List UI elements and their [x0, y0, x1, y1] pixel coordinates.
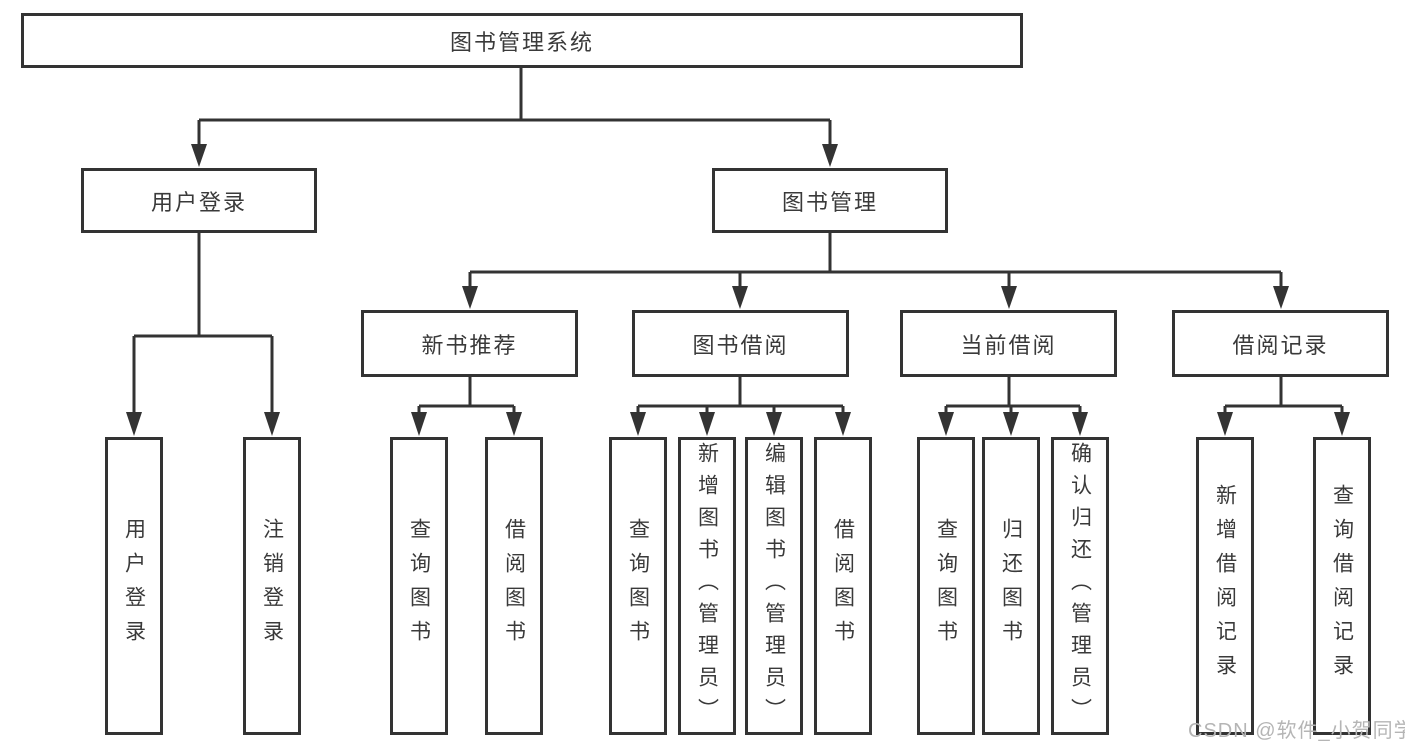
- leaf-borrow-books-recommend: 借阅图书: [485, 437, 543, 735]
- watermark: CSDN @软件_小贺同学: [1188, 720, 1405, 742]
- leaf-logout: 注销登录: [243, 437, 301, 735]
- node-label: 归还图书: [999, 518, 1023, 654]
- leaf-return-books: 归还图书: [982, 437, 1040, 735]
- node-book-borrowing: 图书借阅: [632, 310, 849, 377]
- node-label: 图书借阅: [692, 332, 789, 358]
- node-label: 图书管理: [781, 189, 878, 215]
- node-library-system-root: 图书管理系统: [21, 13, 1023, 68]
- node-label: 借阅图书: [502, 518, 526, 654]
- leaf-user-login: 用户登录: [105, 437, 163, 735]
- node-label: 编辑图书（管理员）: [762, 442, 786, 730]
- node-label: 用户登录: [122, 518, 146, 654]
- leaf-query-books-recommend: 查询图书: [390, 437, 448, 735]
- leaf-add-borrow-record: 新增借阅记录: [1196, 437, 1254, 735]
- node-borrowing-records: 借阅记录: [1172, 310, 1389, 377]
- node-book-management: 图书管理: [712, 168, 948, 233]
- node-new-book-recommend: 新书推荐: [361, 310, 578, 377]
- node-label: 查询借阅记录: [1330, 484, 1354, 688]
- node-label: 确认归还（管理员）: [1068, 442, 1092, 730]
- leaf-edit-books-admin: 编辑图书（管理员）: [745, 437, 803, 735]
- leaf-add-books-admin: 新增图书（管理员）: [678, 437, 736, 735]
- node-label: 查询图书: [626, 518, 650, 654]
- leaf-borrow-books: 借阅图书: [814, 437, 872, 735]
- node-label: 新增借阅记录: [1213, 484, 1237, 688]
- node-label: 新书推荐: [421, 332, 518, 358]
- arrowhead-icons: [126, 144, 1350, 436]
- node-label: 借阅记录: [1232, 332, 1329, 358]
- node-label: 当前借阅: [960, 332, 1057, 358]
- node-label: 新增图书（管理员）: [695, 442, 719, 730]
- leaf-query-borrow-record: 查询借阅记录: [1313, 437, 1371, 735]
- node-label: 注销登录: [260, 518, 284, 654]
- leaf-confirm-return-admin: 确认归还（管理员）: [1051, 437, 1109, 735]
- node-label: 查询图书: [407, 518, 431, 654]
- leaf-query-books-borrow: 查询图书: [609, 437, 667, 735]
- node-user-login: 用户登录: [81, 168, 317, 233]
- node-current-borrowing: 当前借阅: [900, 310, 1117, 377]
- node-label: 图书管理系统: [449, 29, 594, 55]
- node-label: 借阅图书: [831, 518, 855, 654]
- node-label: 用户登录: [150, 189, 247, 215]
- node-label: 查询图书: [934, 518, 958, 654]
- leaf-query-books-current: 查询图书: [917, 437, 975, 735]
